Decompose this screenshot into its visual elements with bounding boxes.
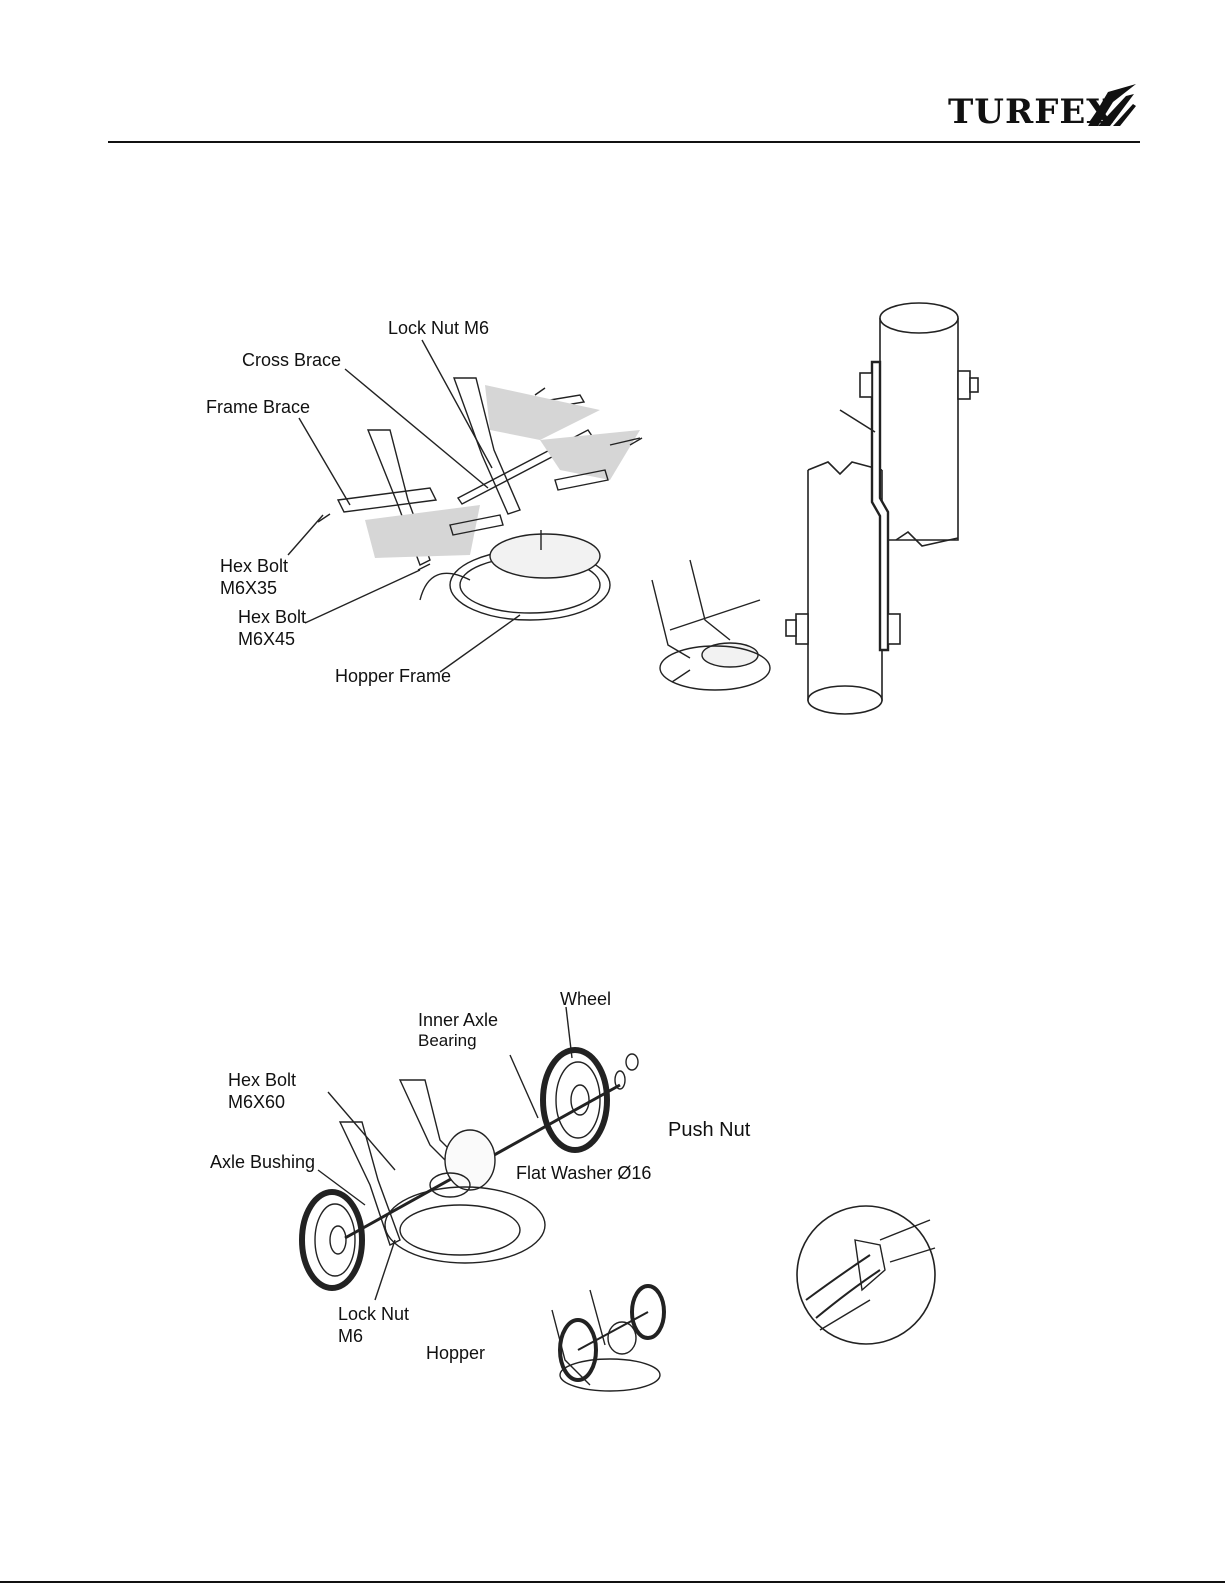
lock-nut-label-line2: M6 <box>338 1326 363 1347</box>
hex-bolt-60-label-line1: Hex Bolt <box>228 1070 296 1091</box>
hopper-label: Hopper <box>426 1343 485 1364</box>
push-nut-label: Push Nut <box>668 1120 750 1141</box>
axle-bushing-label: Axle Bushing <box>210 1152 315 1173</box>
hex-bolt-60-label-line2: M6X60 <box>228 1092 285 1113</box>
bottom-rule <box>0 1581 1225 1583</box>
wheel-assembly-figure: Wheel Inner Axle Bearing Hex Bolt M6X60 … <box>0 0 1225 1420</box>
flat-washer-label: Flat Washer Ø16 <box>516 1163 651 1184</box>
wheel-assembly-drawing <box>0 0 1225 1420</box>
inner-axle-label-line2: Bearing <box>418 1030 477 1051</box>
lock-nut-label-line1: Lock Nut <box>338 1304 409 1325</box>
wheel-label: Wheel <box>560 989 611 1010</box>
inner-axle-label-line1: Inner Axle <box>418 1010 498 1031</box>
